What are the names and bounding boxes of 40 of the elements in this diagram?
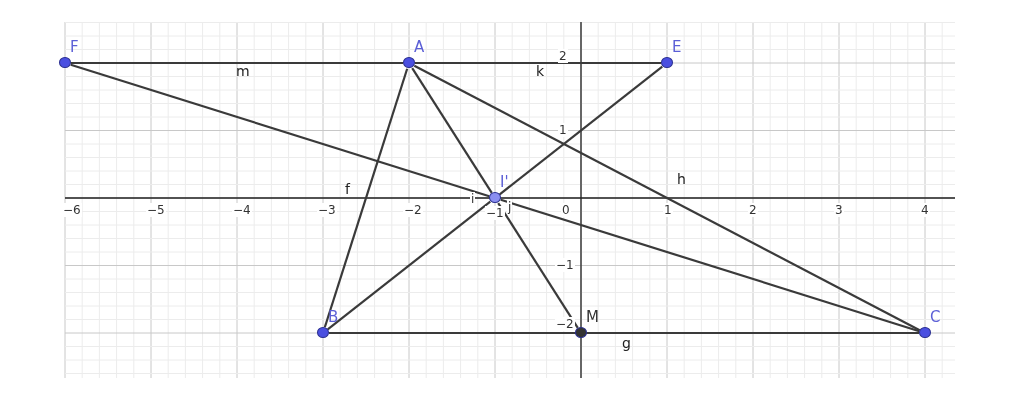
tick-label: 1	[558, 123, 568, 137]
segment-name: f	[345, 182, 350, 197]
tick-label: −2	[555, 317, 575, 331]
line-segment	[413, 64, 921, 332]
tick-label: −2	[403, 203, 423, 217]
tick-label: −1	[485, 206, 505, 220]
point-name: A	[414, 39, 425, 56]
line-segment	[71, 61, 403, 65]
segment-name: j	[507, 200, 513, 214]
line-segment	[500, 198, 920, 333]
line-segment	[323, 68, 409, 328]
point-name: F	[70, 39, 79, 56]
tick-label: −6	[62, 203, 82, 217]
segment-name: g	[622, 336, 631, 351]
tick-label: 0	[561, 203, 571, 217]
line-segment	[329, 331, 919, 335]
line-segment	[411, 67, 493, 194]
line-segment	[497, 202, 579, 329]
line-segment	[499, 65, 663, 196]
point-name: C	[930, 309, 941, 326]
point-name: M	[586, 309, 599, 326]
tick-label: 2	[748, 203, 758, 217]
tick-label: −4	[232, 203, 252, 217]
tick-label: 1	[663, 203, 673, 217]
tick-label: −5	[146, 203, 166, 217]
line-segment	[415, 61, 661, 65]
segment-name: i	[470, 192, 476, 206]
tick-label: 3	[834, 203, 844, 217]
point-name: B	[328, 309, 339, 326]
segment-name: m	[236, 64, 250, 79]
point-name: E	[672, 39, 682, 56]
point-name: I'	[500, 174, 509, 191]
tick-label: −3	[317, 203, 337, 217]
tick-label: 4	[920, 203, 930, 217]
tick-label: −1	[555, 258, 575, 272]
segment-name: h	[677, 172, 686, 187]
tick-label: 2	[558, 49, 568, 63]
segment-name: k	[536, 64, 545, 79]
line-segment	[327, 200, 491, 331]
line-segment	[70, 63, 490, 198]
